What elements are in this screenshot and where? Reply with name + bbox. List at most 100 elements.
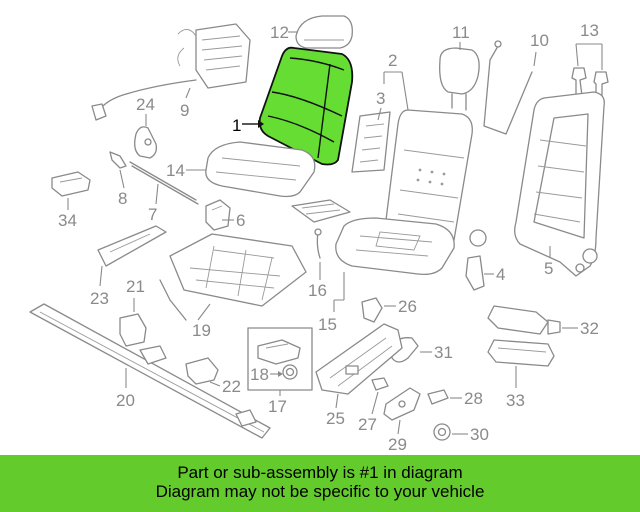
svg-text:8: 8 — [118, 189, 127, 208]
svg-text:30: 30 — [470, 425, 489, 444]
part-1-seat-back-pad[interactable] — [258, 46, 354, 166]
callout-28[interactable]: 28 — [450, 389, 483, 408]
part-21-bracket[interactable] — [119, 313, 147, 347]
part-33-control-module[interactable] — [487, 339, 555, 367]
callout-31[interactable]: 31 — [420, 343, 453, 362]
svg-text:28: 28 — [464, 389, 483, 408]
svg-text:3: 3 — [376, 89, 385, 108]
callout-34[interactable]: 34 — [58, 198, 77, 230]
part-24-clip[interactable] — [134, 126, 158, 159]
callout-30[interactable]: 30 — [452, 425, 489, 444]
callout-29[interactable]: 29 — [388, 419, 407, 454]
svg-text:11: 11 — [452, 23, 470, 42]
svg-text:27: 27 — [358, 415, 377, 434]
part-6-motor[interactable] — [205, 199, 231, 231]
part-23-side-bracket[interactable] — [97, 225, 167, 267]
part-8-pin[interactable] — [109, 151, 127, 169]
seat-parts-diagram: 12 9 1 3 2 — [29, 15, 609, 454]
part-4-recliner[interactable] — [465, 229, 487, 291]
part-17-sensor-kit[interactable] — [247, 327, 313, 391]
svg-text:19: 19 — [192, 321, 211, 340]
svg-text:1: 1 — [232, 116, 241, 135]
part-27-knob[interactable] — [371, 377, 389, 391]
callout-23[interactable]: 23 — [90, 265, 109, 308]
part-14-seat-cushion[interactable] — [205, 141, 316, 198]
callout-24[interactable]: 24 — [136, 95, 155, 126]
banner-line-2: Diagram may not be specific to your vehi… — [155, 482, 485, 501]
svg-text:7: 7 — [148, 205, 157, 224]
callout-22[interactable]: 22 — [209, 377, 241, 396]
callout-5[interactable]: 5 — [544, 246, 553, 278]
callout-32[interactable]: 32 — [562, 319, 599, 338]
callout-18[interactable]: 18 — [250, 365, 283, 384]
svg-text:20: 20 — [116, 391, 135, 410]
part-7-rod[interactable] — [129, 161, 199, 205]
part-16-heater-pad[interactable] — [291, 199, 351, 259]
part-22-small-bracket[interactable] — [185, 357, 219, 385]
info-banner: Part or sub-assembly is #1 in diagram Di… — [0, 455, 640, 512]
callout-16[interactable]: 16 — [308, 262, 327, 300]
svg-text:14: 14 — [166, 161, 185, 180]
part-5-seat-back-frame[interactable] — [514, 91, 605, 277]
callout-1[interactable]: 1 — [232, 116, 264, 135]
callout-6[interactable]: 6 — [222, 211, 245, 230]
part-3-back-panel[interactable] — [351, 111, 391, 173]
callout-13[interactable]: 13 — [575, 21, 603, 70]
part-28-button[interactable] — [427, 389, 449, 405]
svg-text:16: 16 — [308, 281, 327, 300]
part-9-wiring-mat[interactable] — [91, 23, 251, 121]
part-30-nut[interactable] — [433, 423, 451, 441]
svg-text:13: 13 — [580, 21, 599, 40]
callout-17[interactable]: 17 — [268, 390, 287, 416]
svg-text:24: 24 — [136, 95, 155, 114]
callout-26[interactable]: 26 — [384, 297, 417, 316]
svg-text:22: 22 — [222, 377, 241, 396]
callout-10[interactable]: 10 — [530, 31, 549, 67]
svg-text:31: 31 — [434, 343, 453, 362]
svg-text:10: 10 — [530, 31, 549, 50]
callout-2[interactable]: 2 — [383, 51, 409, 111]
svg-text:25: 25 — [326, 409, 345, 428]
callout-12[interactable]: 12 — [270, 23, 298, 42]
svg-text:5: 5 — [544, 259, 553, 278]
callout-14[interactable]: 14 — [166, 161, 206, 180]
part-10-guide-rod[interactable] — [483, 40, 533, 135]
part-25-side-shield[interactable] — [315, 323, 403, 395]
part-26-latch-cover[interactable] — [361, 297, 383, 323]
svg-text:17: 17 — [268, 397, 287, 416]
callout-33[interactable]: 33 — [506, 366, 525, 410]
svg-text:29: 29 — [388, 435, 407, 454]
callout-8[interactable]: 8 — [118, 169, 127, 208]
callout-11[interactable]: 11 — [452, 23, 470, 50]
callout-7[interactable]: 7 — [148, 183, 159, 224]
callout-3[interactable]: 3 — [376, 89, 385, 121]
svg-text:33: 33 — [506, 391, 525, 410]
part-29-switch-panel[interactable] — [383, 387, 421, 421]
callout-4[interactable]: 4 — [484, 265, 505, 284]
callout-15[interactable]: 15 — [318, 272, 345, 334]
svg-text:6: 6 — [236, 211, 245, 230]
part-19-cushion-frame[interactable] — [159, 233, 307, 321]
callout-21[interactable]: 21 — [126, 277, 145, 312]
callout-9[interactable]: 9 — [180, 87, 191, 120]
part-15-cushion-cover[interactable] — [335, 217, 455, 276]
svg-text:15: 15 — [318, 315, 337, 334]
svg-text:4: 4 — [496, 265, 505, 284]
callout-27[interactable]: 27 — [358, 391, 379, 434]
part-20-seat-track[interactable] — [29, 303, 271, 439]
part-13-headrest-guides[interactable] — [571, 67, 609, 99]
part-34-switch[interactable] — [51, 171, 91, 197]
callout-19[interactable]: 19 — [192, 303, 211, 340]
svg-text:2: 2 — [388, 51, 397, 70]
callout-20[interactable]: 20 — [116, 368, 135, 410]
banner-line-1: Part or sub-assembly is #1 in diagram — [177, 463, 463, 482]
svg-text:26: 26 — [398, 297, 417, 316]
part-32-actuator[interactable] — [487, 305, 561, 335]
part-11-headrest[interactable] — [439, 47, 480, 111]
svg-text:32: 32 — [580, 319, 599, 338]
part-12-headrest-cap[interactable] — [295, 15, 353, 49]
callout-25[interactable]: 25 — [326, 393, 345, 428]
svg-text:23: 23 — [90, 289, 109, 308]
svg-text:9: 9 — [180, 101, 189, 120]
